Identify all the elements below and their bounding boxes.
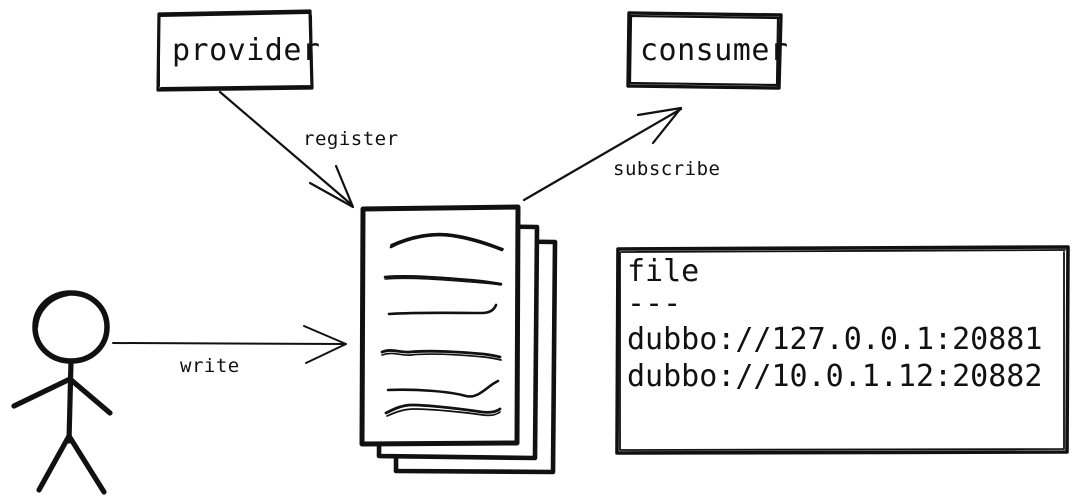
actor-head-sketch-stroke [35,293,70,329]
actor-left-arm [11,376,73,409]
subscribe-arrow-head [636,106,683,145]
document-text-lines [380,232,504,417]
document-text-line-1b [390,232,504,250]
file-box[interactable] [615,245,1070,455]
consumer-label: consumer [640,33,789,68]
file-box-outline [615,245,1070,455]
document-text-line-4b [381,352,502,361]
document-text-line-3 [387,303,498,316]
provider-box[interactable] [156,9,314,92]
actor-body [66,358,74,444]
document-text-line-2 [383,275,503,286]
actor-right-arm [67,376,113,416]
file-divider: --- [627,286,682,321]
document-page-front [359,204,521,447]
document-text-line-6b [386,408,501,417]
register-arrow [218,90,355,209]
actor-stick-figure[interactable] [11,290,113,495]
file-title: file [627,254,700,289]
actor-left-leg [36,433,72,493]
actor-right-leg [66,433,107,495]
subscribe-edge-label: subscribe [613,158,721,180]
document-text-line-6 [384,403,502,415]
consumer-box-sketch-stroke [628,14,781,87]
document-text-line-1 [389,233,504,252]
consumer-box-outline [626,11,783,90]
provider-label: provider [172,33,321,68]
consumer-box[interactable] [626,11,783,90]
provider-box-sketch-stroke [158,12,313,89]
register-edge-label: register [303,128,399,150]
register-arrow-head [308,164,355,209]
actor-head [32,290,110,364]
document-text-line-5 [386,379,500,398]
document-text-line-2b [384,277,502,286]
write-arrow-head [303,325,347,364]
register-arrow-shaft [218,90,354,207]
document-text-line-4 [380,349,502,359]
subscribe-arrow-shaft [522,107,683,202]
file-entry-1: dubbo://10.0.1.12:20882 [627,359,1043,394]
write-arrow-shaft [112,342,346,345]
file-box-sketch-stroke [619,249,1066,451]
file-entry-0: dubbo://127.0.0.1:20881 [627,322,1043,357]
write-edge-label: write [180,355,240,377]
registry-document-stack[interactable] [359,204,558,475]
write-arrow [112,325,347,364]
subscribe-arrow [522,106,683,202]
